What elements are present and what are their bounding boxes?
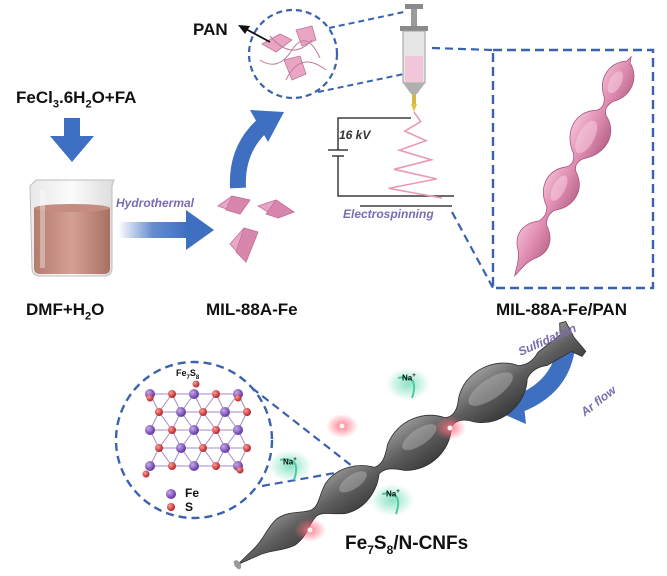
sodium-ion-tail (279, 458, 298, 481)
electron-dot (307, 527, 313, 533)
s-atom (212, 426, 220, 434)
sodium-label: Na+ (402, 373, 416, 383)
s-atom (155, 444, 163, 452)
pan-inset (238, 8, 339, 100)
s-atom (212, 462, 220, 470)
mof-label: MIL-88A-Fe (206, 300, 298, 319)
crystal-lattice-icon (114, 360, 274, 520)
carbon-fiber (233, 321, 587, 570)
s-atom (142, 470, 150, 478)
s-atom (168, 462, 176, 470)
s-atom (212, 390, 220, 398)
sodium-ion-tail (397, 376, 416, 399)
fe-atom (145, 425, 155, 435)
s-atom (243, 444, 251, 452)
fe-atom (189, 461, 199, 471)
crystal-title: Fe7S8 (176, 368, 200, 381)
legend-s-icon (167, 503, 175, 511)
s-atom (199, 444, 207, 452)
fiber-inset (431, 46, 655, 290)
fe-atom (145, 461, 155, 471)
sodium-ion-glow (386, 368, 430, 400)
sodium-ion-tail (381, 492, 400, 515)
sodium-ion-glow (370, 484, 414, 516)
arrow-right-icon (118, 210, 214, 250)
electron-dot (447, 425, 453, 431)
sodium-label: Na+ (386, 489, 400, 499)
hydrothermal-label: Hydrothermal (116, 196, 195, 210)
composite-label: MIL-88A-Fe/PAN (496, 300, 627, 319)
electrospinning-label: Electrospinning (343, 207, 434, 221)
pan-label: PAN (193, 20, 228, 39)
legend-s-label: S (185, 500, 194, 514)
arrow-curved-icon (229, 110, 284, 189)
solvent-label: DMF+H2O (26, 300, 105, 323)
fe-atom (220, 443, 230, 453)
s-atom (168, 426, 176, 434)
s-atom (243, 408, 251, 416)
s-atom (168, 390, 176, 398)
s-atom (192, 380, 200, 388)
legend-fe-icon (166, 489, 176, 499)
mof-crystals (217, 195, 295, 263)
s-atom (236, 466, 244, 474)
fe-atom (176, 443, 186, 453)
sodium-ions (268, 368, 466, 542)
legend-fe-label: Fe (185, 486, 200, 500)
s-atom (234, 394, 242, 402)
electrospinning-circuit (328, 117, 454, 197)
syringe-icon (400, 4, 428, 112)
sodium-label: Na+ (283, 457, 297, 467)
fe-atom (189, 389, 199, 399)
arrow-down-icon (50, 118, 94, 162)
s-atom (146, 394, 154, 402)
fe-atom (176, 407, 186, 417)
fe-atom (233, 425, 243, 435)
fe-atom (189, 425, 199, 435)
beaker-icon (29, 179, 115, 277)
s-atom (199, 408, 207, 416)
electron-dot (339, 423, 345, 429)
electrospinning-jet (388, 111, 443, 199)
fe-atom (220, 407, 230, 417)
s-atom (155, 408, 163, 416)
product-label: Fe7S8/N-CNFs (345, 533, 469, 557)
voltage-label: 16 kV (339, 128, 371, 142)
sodium-ion-glow (268, 450, 312, 482)
precursor-label: FeCl3.6H2O+FA (16, 88, 137, 111)
